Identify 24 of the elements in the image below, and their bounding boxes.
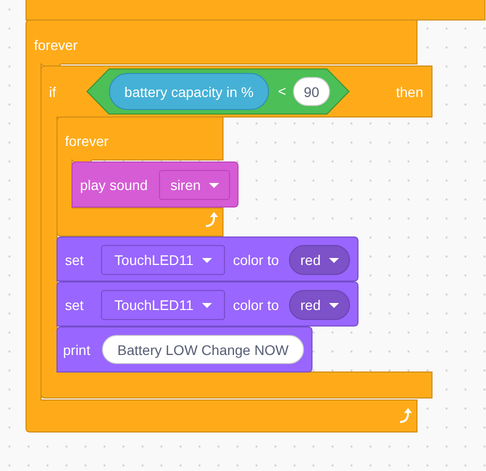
block-label: set (65, 297, 84, 313)
comparison-block (87, 69, 349, 114)
dropdown-field: TouchLED11 (101, 245, 225, 275)
block-label: color to (233, 252, 279, 268)
block-label: if (49, 84, 56, 100)
block-label: forever (34, 37, 78, 53)
block-label: color to (233, 297, 279, 313)
set-color-block (57, 282, 358, 326)
block-label: set (65, 252, 84, 268)
block-label: print (63, 342, 90, 358)
dropdown-field: TouchLED11 (101, 290, 225, 320)
dropdown-field: red (289, 290, 350, 320)
if-block (41, 66, 432, 398)
block-label: play sound (80, 177, 148, 193)
dropdown-field: red (289, 245, 350, 275)
dropdown-field: siren (159, 170, 230, 200)
block-label: forever (65, 133, 109, 149)
play-sound-block (72, 162, 238, 207)
text-field: Battery LOW Change NOW (102, 335, 304, 364)
block-label: < (278, 83, 286, 99)
set-color-block (57, 237, 358, 281)
reporter-block: battery capacity in % (109, 73, 269, 110)
print-block (57, 327, 312, 372)
block-label: then (396, 84, 424, 100)
